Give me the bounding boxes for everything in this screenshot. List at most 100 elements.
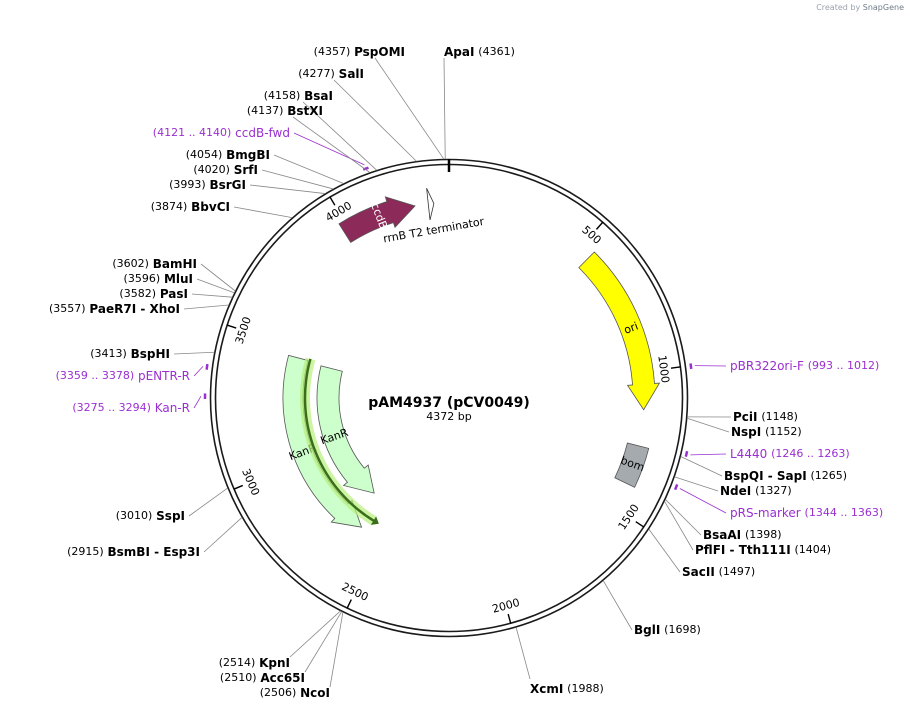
- site-paer7i-xhoi[interactable]: (3557) PaeR7I - XhoI: [49, 302, 229, 316]
- site-bsai[interactable]: (4158) BsaI: [264, 89, 377, 171]
- site-position: (4054): [186, 148, 223, 161]
- site-leader: [233, 206, 293, 219]
- site-bgli[interactable]: BglI (1698): [602, 580, 701, 637]
- site-name: Acc65I: [260, 671, 305, 685]
- site-position: (3596): [124, 272, 161, 285]
- site-position: (4361): [478, 45, 515, 58]
- site-ndei[interactable]: NdeI (1327): [674, 476, 792, 498]
- site-name: BbvCI: [191, 200, 230, 214]
- site-srfi[interactable]: (4020) SrfI: [193, 163, 334, 190]
- primer-leader: [193, 396, 202, 409]
- site-name: BsaAI: [703, 528, 741, 542]
- site-ncoi[interactable]: (2506) NcoI: [260, 612, 344, 700]
- site-name: BamHI: [153, 257, 197, 271]
- feature-bom-3[interactable]: bom: [614, 442, 650, 488]
- primer-range: (1246 .. 1263): [771, 447, 850, 460]
- site-name: BstXI: [287, 104, 323, 118]
- site-kpni[interactable]: (2514) KpnI: [219, 610, 341, 670]
- site-label: (4277) SalI: [298, 67, 364, 81]
- primer-label: pRS-marker (1344 .. 1363): [730, 506, 883, 520]
- site-bsmbi-esp3i[interactable]: (2915) BsmBI - Esp3I: [67, 517, 243, 559]
- site-apai[interactable]: ApaI (4361): [443, 45, 515, 160]
- primer-l4440[interactable]: L4440 (1246 .. 1263): [684, 447, 850, 461]
- site-leader: [302, 101, 377, 171]
- site-pspomi[interactable]: (4357) PspOMI: [314, 45, 445, 160]
- site-position: (1327): [755, 484, 792, 497]
- feature-outline-6[interactable]: [300, 357, 379, 526]
- primer-kan-r[interactable]: (3275 .. 3294) Kan-R: [72, 393, 207, 415]
- site-label: (3010) SspI: [116, 509, 185, 523]
- site-leader: [261, 169, 334, 190]
- site-position: (4158): [264, 89, 301, 102]
- site-position: (4357): [314, 45, 351, 58]
- site-bsphi[interactable]: (3413) BspHI: [90, 347, 215, 361]
- site-name: MluI: [164, 272, 193, 286]
- site-label: ApaI (4361): [444, 45, 515, 59]
- primer-label: L4440 (1246 .. 1263): [730, 447, 850, 461]
- primer-range: (3275 .. 3294): [72, 401, 151, 414]
- site-sspi[interactable]: (3010) SspI: [116, 487, 228, 523]
- feature-kanr-4[interactable]: KanR: [316, 365, 375, 494]
- site-pasi[interactable]: (3582) PasI: [119, 287, 233, 301]
- site-pflfi-tth111i[interactable]: PflFI - Tth111I (1404): [664, 501, 832, 557]
- tick-label-2500: 2500: [340, 580, 371, 604]
- site-bbvci[interactable]: (3874) BbvCI: [151, 200, 293, 219]
- site-sacii[interactable]: SacII (1497): [648, 528, 755, 579]
- site-name: BglI: [634, 623, 660, 637]
- feature-highlight-line: [303, 358, 376, 523]
- site-leader: [674, 476, 719, 492]
- primer-range: (1344 .. 1363): [805, 506, 884, 519]
- primer-pentr-r[interactable]: (3359 .. 3378) pENTR-R: [56, 363, 209, 383]
- primer-leader: [679, 488, 727, 514]
- tick-mark-500: [595, 221, 604, 230]
- site-label: XcmI (1988): [530, 682, 604, 696]
- site-pcii[interactable]: PciI (1148): [687, 410, 798, 424]
- tick-mark-2500: [346, 599, 352, 609]
- site-label: (3602) BamHI: [112, 257, 197, 271]
- site-name: BsrGI: [209, 178, 246, 192]
- site-leader: [515, 627, 531, 680]
- site-xcmi[interactable]: XcmI (1988): [515, 627, 604, 696]
- site-label: (3557) PaeR7I - XhoI: [49, 302, 180, 316]
- site-acc65i[interactable]: (2510) Acc65I: [220, 611, 343, 685]
- site-label: (3582) PasI: [119, 287, 188, 301]
- site-label: NspI (1152): [731, 425, 802, 439]
- primer-pbr322ori-f[interactable]: pBR322ori-F (993 .. 1012): [689, 359, 880, 373]
- site-label: (2506) NcoI: [260, 686, 330, 700]
- feature-ori-2[interactable]: ori: [578, 251, 661, 411]
- site-bsrgi[interactable]: (3993) BsrGI: [169, 178, 326, 194]
- site-leader: [203, 517, 243, 553]
- site-name: NcoI: [300, 686, 330, 700]
- tick-label-2000: 2000: [491, 596, 521, 616]
- feature-ccdb-0[interactable]: ccdB: [338, 196, 416, 243]
- site-leader: [329, 612, 344, 688]
- primer-mark: [205, 363, 209, 370]
- site-bstxi[interactable]: (4137) BstXI: [247, 104, 371, 173]
- primer-name: ccdB-fwd: [235, 126, 290, 140]
- site-name: PflFI - Tth111I: [695, 543, 791, 557]
- site-position: (1265): [811, 469, 848, 482]
- site-bamhi[interactable]: (3602) BamHI: [112, 257, 236, 292]
- site-leader: [602, 580, 633, 631]
- site-bsaai[interactable]: BsaAI (1398): [665, 499, 782, 542]
- site-name: BsaI: [304, 89, 333, 103]
- site-nspi[interactable]: NspI (1152): [687, 417, 802, 439]
- primer-prs-marker[interactable]: pRS-marker (1344 .. 1363): [673, 483, 883, 520]
- site-bmgbi[interactable]: (4054) BmgBI: [186, 148, 344, 184]
- site-mlui[interactable]: (3596) MluI: [124, 272, 235, 294]
- site-position: (3602): [112, 257, 149, 270]
- site-position: (3582): [119, 287, 156, 300]
- primer-ccdb-fwd[interactable]: (4121 .. 4140) ccdB-fwd: [153, 126, 369, 171]
- site-sali[interactable]: (4277) SalI: [298, 67, 417, 162]
- site-label: (3993) BsrGI: [169, 178, 246, 192]
- site-name: KpnI: [259, 656, 290, 670]
- site-name: BmgBI: [226, 148, 270, 162]
- tick-mark-3500: [226, 324, 237, 329]
- feature-shape: [426, 188, 435, 221]
- site-name: PspOMI: [354, 45, 405, 59]
- primer-label: (4121 .. 4140) ccdB-fwd: [153, 126, 290, 140]
- site-bspqi-sapi[interactable]: BspQI - SapI (1265): [680, 456, 848, 483]
- site-leader: [188, 487, 228, 517]
